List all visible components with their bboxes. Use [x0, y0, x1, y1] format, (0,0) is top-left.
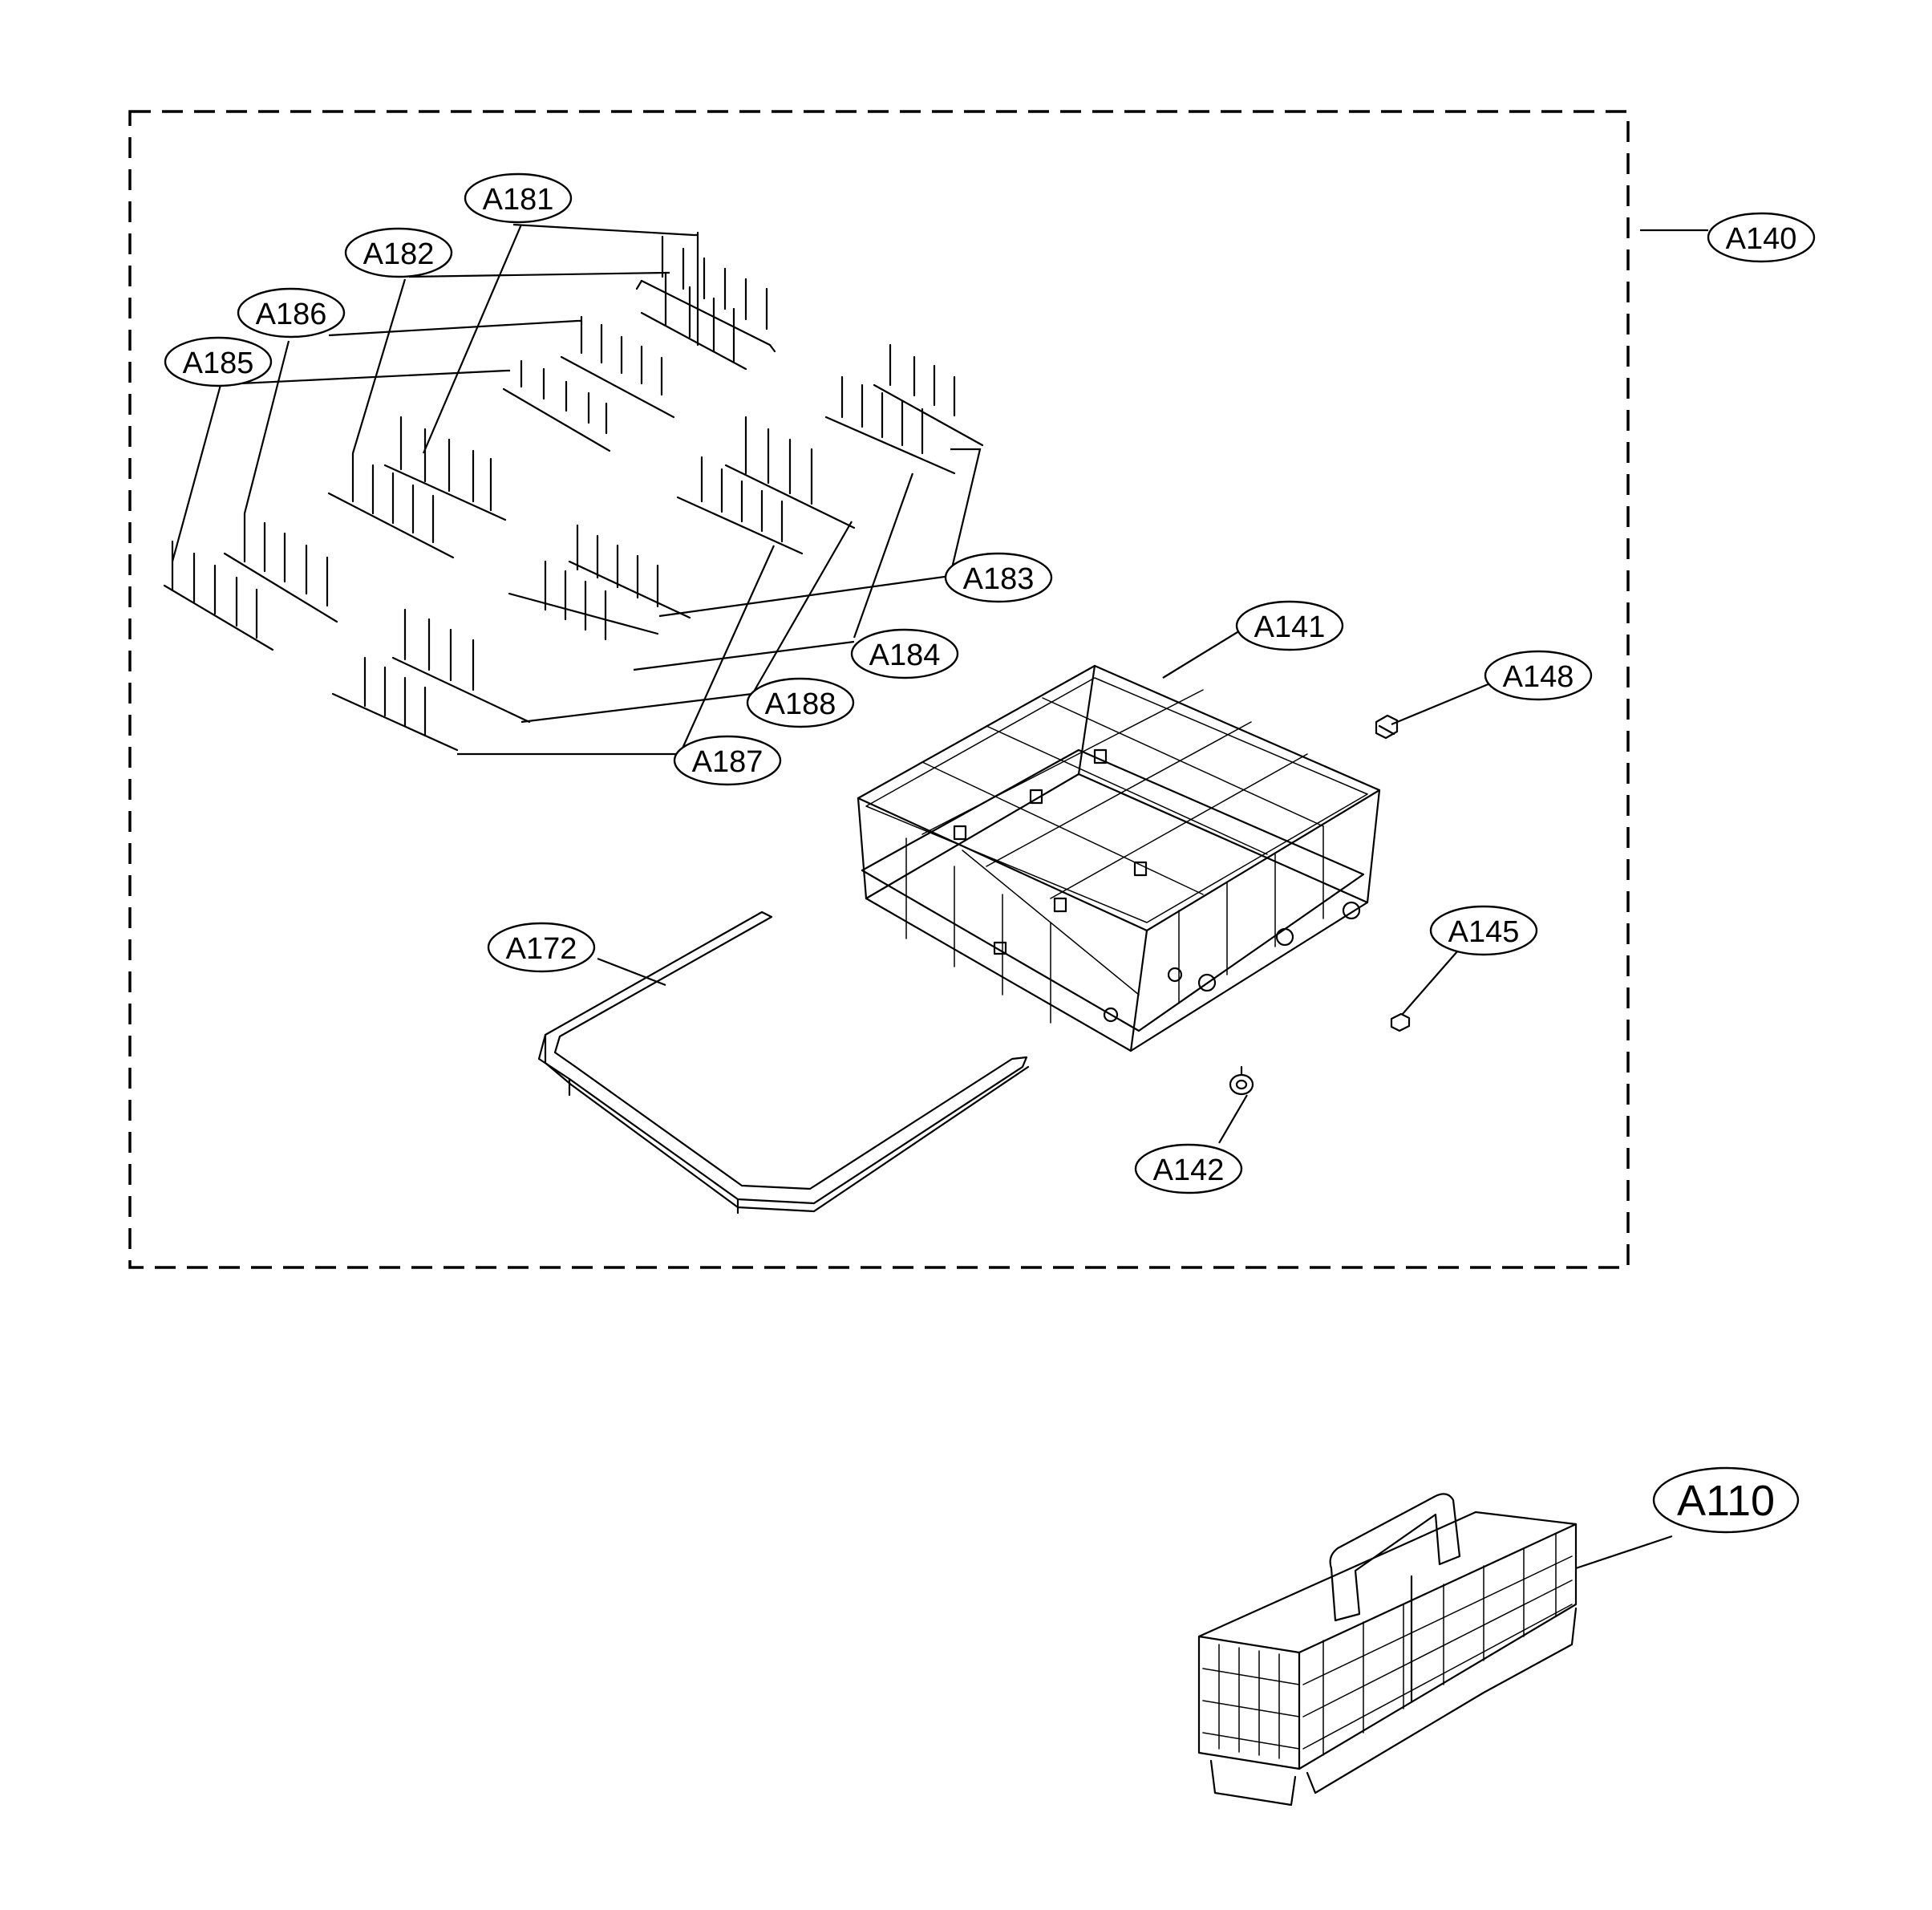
leader-lines [171, 223, 1708, 1570]
callout-a141: A141 [1235, 600, 1344, 651]
tine-rack-a183-a184 [824, 343, 984, 475]
callout-label-a185: A185 [183, 347, 254, 380]
dish-rack-basket [857, 664, 1381, 1052]
tine-rack-lower-center [508, 524, 691, 641]
callout-a181: A181 [464, 172, 573, 224]
callout-a182: A182 [344, 227, 453, 278]
callout-a185: A185 [164, 336, 273, 387]
callout-label-a186: A186 [256, 298, 327, 331]
callout-label-a183: A183 [963, 562, 1035, 596]
callout-a148: A148 [1484, 650, 1593, 701]
callout-label-a187: A187 [692, 745, 763, 779]
callout-a184: A184 [850, 628, 959, 679]
callout-label-a181: A181 [483, 183, 554, 217]
callout-a145: A145 [1429, 905, 1538, 956]
callout-label-a110: A110 [1677, 1477, 1775, 1525]
callout-a140: A140 [1707, 212, 1816, 263]
tine-rack-a188-a187 [676, 416, 856, 555]
wheel-part-a142 [1229, 1065, 1254, 1096]
tine-rack-a181 [635, 231, 776, 353]
callout-a183: A183 [944, 552, 1053, 603]
callout-label-a148: A148 [1503, 660, 1574, 694]
tine-rack-center-left [327, 416, 507, 559]
tine-rack-a185 [502, 359, 611, 452]
rail-frame-a172 [537, 910, 1030, 1215]
tine-rack-bottom-left [331, 608, 531, 752]
callout-label-a188: A188 [765, 687, 836, 721]
callout-label-a141: A141 [1254, 610, 1326, 644]
small-part-a145 [1390, 1012, 1411, 1032]
callout-label-a184: A184 [869, 639, 941, 672]
callout-label-a140: A140 [1726, 222, 1797, 256]
cutlery-basket-a110 [1197, 1493, 1578, 1807]
tine-rack-a186 [560, 315, 675, 419]
callout-a110: A110 [1652, 1466, 1800, 1534]
callout-label-a172: A172 [506, 932, 577, 966]
callout-label-a145: A145 [1448, 915, 1520, 949]
tine-rack-far-left [163, 512, 338, 651]
callout-a172: A172 [487, 922, 596, 973]
tine-rack-a182 [640, 271, 747, 371]
callout-a187: A187 [673, 735, 782, 786]
callout-a142: A142 [1134, 1143, 1243, 1194]
callout-a186: A186 [237, 287, 346, 339]
callout-a188: A188 [746, 677, 855, 728]
assembly-boundary [128, 110, 1630, 1269]
callout-label-a142: A142 [1153, 1154, 1225, 1187]
clip-part-a148 [1375, 714, 1399, 740]
callout-label-a182: A182 [363, 237, 435, 271]
